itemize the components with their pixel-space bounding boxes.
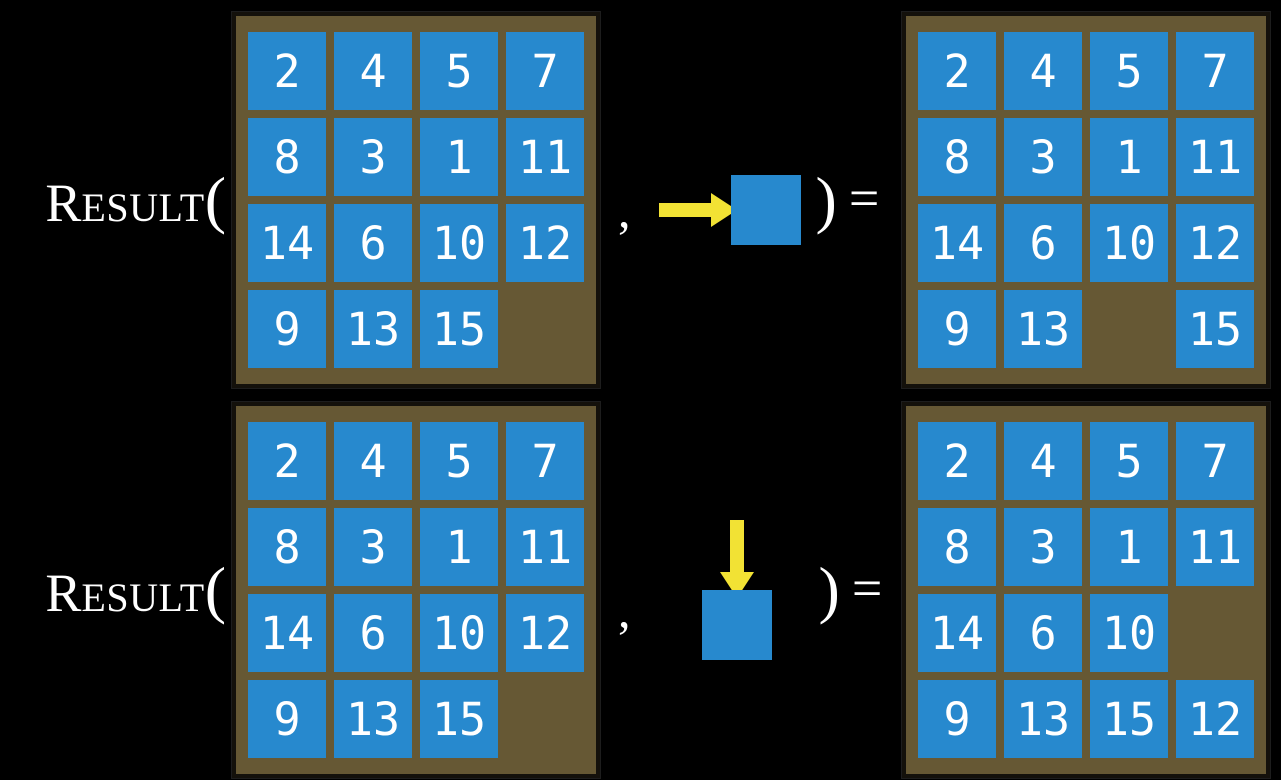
close-paren-equals: ) = [816, 168, 880, 232]
puzzle-tile: 11 [1176, 118, 1254, 196]
puzzle-tile: 14 [918, 594, 996, 672]
puzzle-tile: 15 [420, 290, 498, 368]
equals-sign: = [848, 168, 880, 228]
puzzle-tile: 6 [334, 204, 412, 282]
result-label-cap: R [45, 173, 82, 233]
puzzle-tile: 4 [334, 422, 412, 500]
puzzle-tile: 9 [918, 680, 996, 758]
puzzle-tile: 14 [248, 204, 326, 282]
empty-cell [506, 290, 584, 368]
puzzle-tile: 15 [1090, 680, 1168, 758]
comma: , [618, 182, 631, 238]
puzzle-tile: 7 [506, 422, 584, 500]
formula-middle-2: , ) = [600, 402, 902, 778]
puzzle-tile: 13 [1004, 680, 1082, 758]
result-label-cap: R [45, 563, 82, 623]
puzzle-tile: 12 [1176, 204, 1254, 282]
puzzle-tile: 10 [420, 594, 498, 672]
empty-cell [506, 680, 584, 758]
puzzle-tile: 8 [918, 118, 996, 196]
puzzle-tile: 3 [1004, 508, 1082, 586]
puzzle-tile: 4 [1004, 422, 1082, 500]
puzzle-tile: 7 [1176, 32, 1254, 110]
puzzle-tile: 4 [334, 32, 412, 110]
puzzle-tile: 8 [248, 118, 326, 196]
puzzle-tile: 13 [334, 680, 412, 758]
puzzle-tile: 1 [1090, 118, 1168, 196]
puzzle-tile: 5 [420, 32, 498, 110]
puzzle-tile: 14 [918, 204, 996, 282]
move-action-right [658, 175, 801, 245]
moved-tile [701, 590, 772, 660]
puzzle-tile: 10 [1090, 204, 1168, 282]
result-label-smallcaps: ESULT [81, 575, 205, 620]
puzzle-tile: 8 [248, 508, 326, 586]
puzzle-tile: 4 [1004, 32, 1082, 110]
puzzle-tile: 6 [1004, 594, 1082, 672]
puzzle-tile: 2 [248, 422, 326, 500]
result-label-smallcaps: ESULT [81, 185, 205, 230]
puzzle-tile: 11 [506, 508, 584, 586]
puzzle-tile: 9 [918, 290, 996, 368]
puzzle-tile: 13 [1004, 290, 1082, 368]
puzzle-tile: 3 [334, 118, 412, 196]
close-paren: ) [815, 164, 837, 235]
empty-cell [1090, 290, 1168, 368]
puzzle-tile: 5 [1090, 32, 1168, 110]
puzzle-tile: 7 [1176, 422, 1254, 500]
puzzle-tile: 6 [1004, 204, 1082, 282]
puzzle-tile: 12 [1176, 680, 1254, 758]
moved-tile [730, 175, 801, 245]
puzzle-tile: 1 [420, 118, 498, 196]
puzzle-tile: 2 [918, 422, 996, 500]
arrow-right-icon [658, 193, 737, 227]
puzzle-tile: 3 [334, 508, 412, 586]
comma: , [618, 582, 631, 638]
puzzle-tile: 2 [248, 32, 326, 110]
puzzle-tile: 1 [1090, 508, 1168, 586]
puzzle-tile: 15 [420, 680, 498, 758]
empty-cell [1176, 594, 1254, 672]
puzzle-tile: 9 [248, 680, 326, 758]
puzzle-tile: 1 [420, 508, 498, 586]
close-paren: ) [818, 554, 840, 625]
puzzle-tile: 3 [1004, 118, 1082, 196]
puzzle-tile: 13 [334, 290, 412, 368]
puzzle-tile: 12 [506, 204, 584, 282]
puzzle-tile: 5 [420, 422, 498, 500]
open-paren: ( [204, 554, 226, 625]
puzzle-tile: 14 [248, 594, 326, 672]
close-paren-equals: ) = [819, 558, 883, 622]
result-function-label: RESULT( [0, 12, 226, 388]
puzzle-tile: 7 [506, 32, 584, 110]
equals-sign: = [851, 558, 883, 618]
puzzle-tile: 9 [248, 290, 326, 368]
puzzle-tile: 10 [420, 204, 498, 282]
puzzle-tile: 8 [918, 508, 996, 586]
puzzle-tile: 2 [918, 32, 996, 110]
result-function-label: RESULT( [0, 402, 226, 778]
move-action-down [701, 520, 772, 660]
puzzle-tile: 5 [1090, 422, 1168, 500]
puzzle-tile: 6 [334, 594, 412, 672]
arrow-down-icon [719, 520, 754, 598]
puzzle-tile: 12 [506, 594, 584, 672]
open-paren: ( [204, 164, 226, 235]
puzzle-tile: 10 [1090, 594, 1168, 672]
formula-middle-1: , ) = [600, 12, 902, 388]
puzzle-tile: 11 [506, 118, 584, 196]
puzzle-tile: 15 [1176, 290, 1254, 368]
puzzle-tile: 11 [1176, 508, 1254, 586]
